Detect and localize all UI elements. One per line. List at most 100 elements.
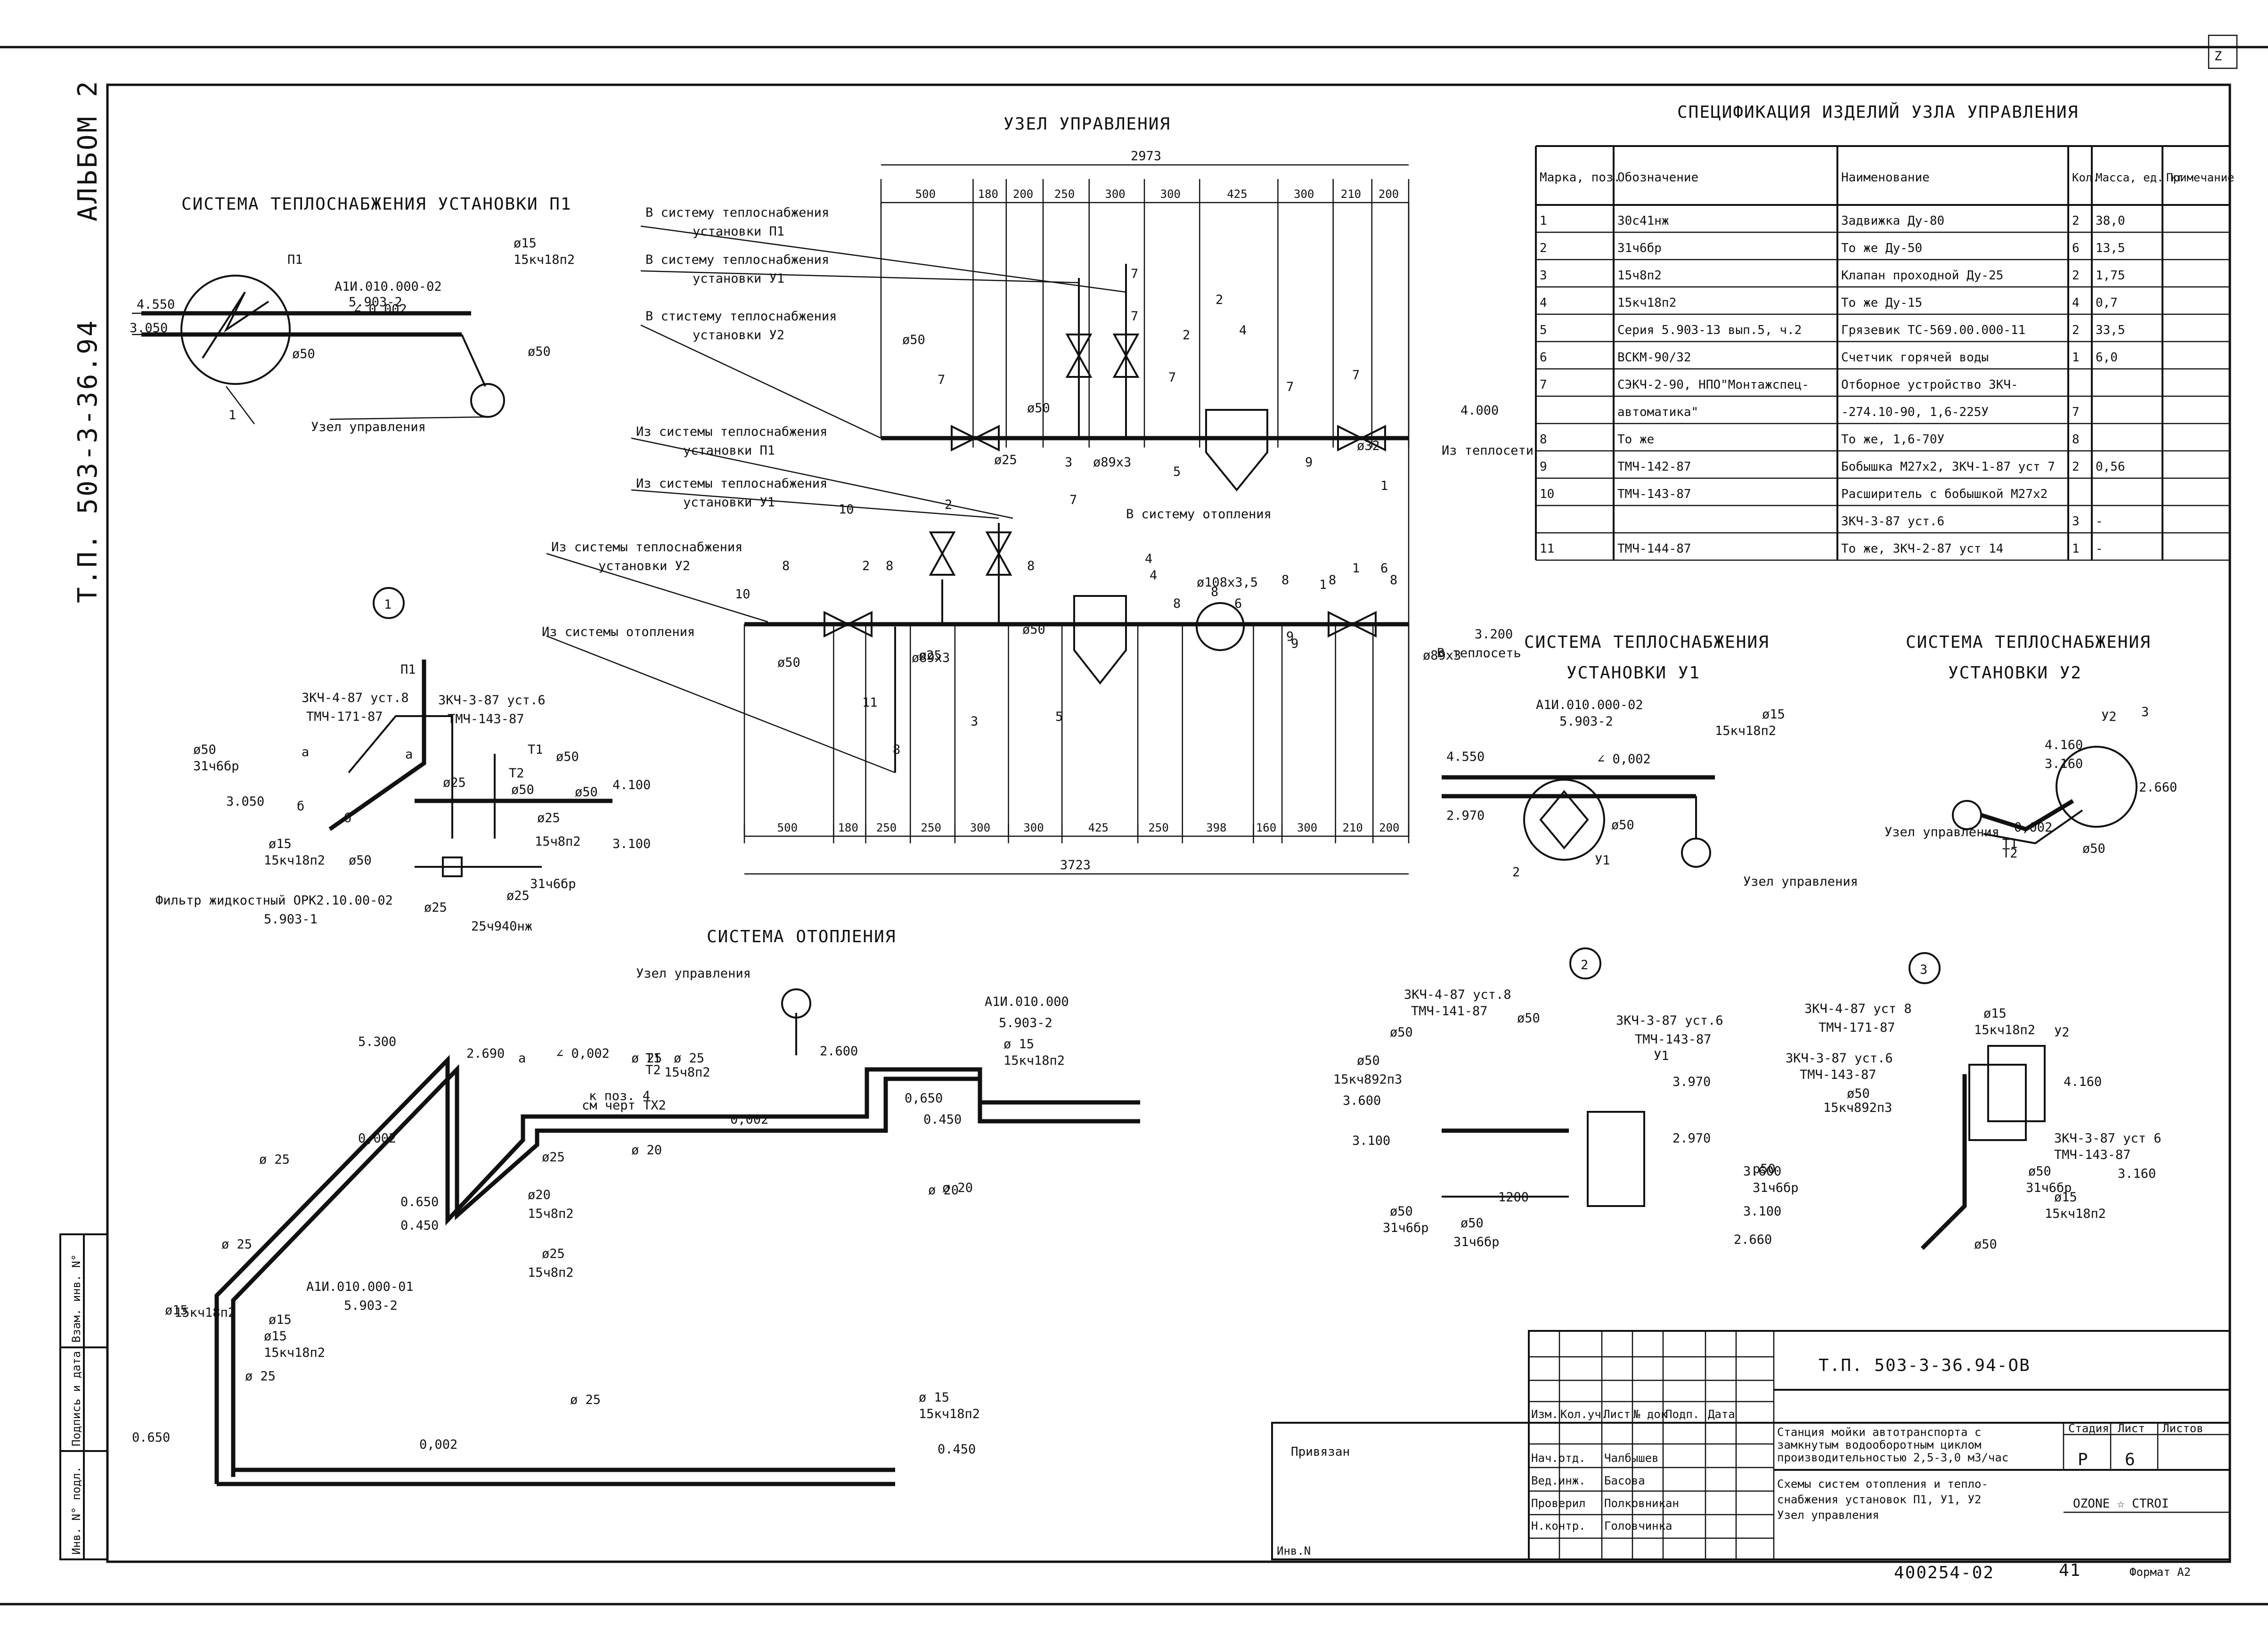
d2-labels-12: 2.970 bbox=[1672, 1131, 1711, 1146]
node-callout-5-a: Из системы теплоснабжения bbox=[551, 540, 742, 554]
spec-cell-9-4: 0,56 bbox=[2096, 460, 2125, 474]
stamp-col-header-3: № док bbox=[1633, 1408, 1668, 1421]
node-labels-48: 8 bbox=[893, 742, 900, 757]
heat-labels-26: ø25 bbox=[542, 1247, 565, 1261]
stamp-sheet-title-1: снабжения установок П1, У1, У2 bbox=[1777, 1493, 1981, 1506]
d1-labels-12: Т1 bbox=[528, 742, 543, 757]
spec-cell-4-4: 33,5 bbox=[2096, 323, 2125, 337]
heat-labels-10: 15кч18п2 bbox=[1003, 1053, 1065, 1068]
spec-cell-0-3: 2 bbox=[2072, 214, 2080, 228]
p1-lbl-1: А1И.010.000-02 bbox=[334, 279, 442, 294]
p1-lbl-0: П1 bbox=[287, 253, 303, 267]
d3-labels-21: 2.660 bbox=[1734, 1232, 1772, 1247]
node-labels-46: 8 bbox=[886, 559, 893, 573]
heat-labels-3: ∠ 0,002 bbox=[556, 1046, 610, 1061]
d1-labels-1: ТМЧ-171-87 bbox=[306, 709, 383, 724]
stamp-inv: Инв.N bbox=[1277, 1544, 1311, 1557]
node-labels-18: 9 bbox=[1286, 629, 1294, 644]
u1-labels-7: ø50 bbox=[1611, 818, 1634, 832]
u1-labels-0: А1И.010.000-02 bbox=[1536, 698, 1643, 712]
node-labels-44: 5 bbox=[1055, 709, 1063, 724]
d3-labels-16: 31ч6бр bbox=[2026, 1181, 2072, 1195]
heat-labels-16: 0,002 bbox=[730, 1112, 768, 1127]
d2-labels-6: ø50 bbox=[1390, 1025, 1413, 1040]
d3-labels-9: 4.160 bbox=[2064, 1075, 2102, 1089]
d3-labels-19: 15кч18п2 bbox=[2045, 1207, 2106, 1221]
heat-labels-11: 2.600 bbox=[820, 1044, 858, 1059]
heat-labels-34: 15кч18п2 bbox=[264, 1345, 325, 1360]
spec-cell-0-4: 38,0 bbox=[2096, 214, 2125, 228]
d3-labels-10: ЗКЧ-3-87 уст 6 bbox=[2054, 1131, 2162, 1146]
u2-title-b: УСТАНОВКИ У2 bbox=[1948, 663, 2082, 683]
stamp-project-0: Станция мойки автотранспорта с bbox=[1777, 1426, 1981, 1439]
node-labels-34: Из теплосети bbox=[1442, 443, 1534, 458]
node-labels-50: 8 bbox=[1211, 585, 1218, 599]
stamp-role-1: Вед.инж. bbox=[1531, 1474, 1586, 1487]
u1-labels-4: 4.550 bbox=[1446, 750, 1485, 764]
d1-labels-15: ø50 bbox=[511, 783, 534, 797]
u2-labels-9: Т2 bbox=[2002, 846, 2018, 861]
d3-labels-4: У2 bbox=[2054, 1025, 2070, 1040]
node-labels-19: 10 bbox=[839, 502, 854, 517]
album-label: АЛЬБОМ 2 bbox=[73, 79, 103, 221]
spec-cell-1-3: 6 bbox=[2072, 241, 2080, 255]
u1-title-a: СИСТЕМА ТЕПЛОСНАБЖЕНИЯ bbox=[1524, 633, 1770, 652]
node-labels-29: ø89х3 bbox=[1423, 648, 1461, 663]
heat-labels-35: ø 25 bbox=[221, 1237, 252, 1252]
node-labels-23: ø50 bbox=[1027, 401, 1050, 416]
node-labels-22: ø50 bbox=[902, 333, 925, 347]
d3-labels-3: 15кч18п2 bbox=[1974, 1023, 2035, 1037]
node-circle-num: 1 bbox=[384, 597, 392, 612]
node-dim-top-6: 425 bbox=[1227, 188, 1247, 201]
heat-title: СИСТЕМА ОТОПЛЕНИЯ bbox=[707, 927, 896, 946]
stamp-person-2: Полковникан bbox=[1604, 1497, 1679, 1510]
spec-cell-5-4: 6,0 bbox=[2096, 351, 2118, 365]
spec-cell-4-2: Грязевик ТС-569.00.000-11 bbox=[1841, 323, 2025, 337]
heat-labels-5: ø 25 bbox=[674, 1051, 704, 1066]
node-labels-40: 2 bbox=[945, 497, 952, 512]
stamp-sheet-title-0: Схемы систем отопления и тепло- bbox=[1777, 1477, 1988, 1491]
p1-lbl-5: 4.550 bbox=[137, 297, 175, 312]
spec-header-5: Примечание bbox=[2166, 171, 2235, 184]
d1-labels-9: ø15 bbox=[269, 837, 292, 851]
node-dim-bottom-11: 210 bbox=[1342, 821, 1362, 834]
d1-labels-29: a bbox=[405, 747, 413, 762]
node-labels-25: ø50 bbox=[1022, 622, 1045, 637]
stamp-col-header-5: Дата bbox=[1708, 1408, 1735, 1421]
node-labels-16: 8 bbox=[1329, 573, 1336, 587]
d2-labels-8: 15кч892п3 bbox=[1333, 1072, 1402, 1087]
node-labels-8: 4 bbox=[1239, 323, 1247, 338]
footer-format: Формат А2 bbox=[2129, 1566, 2191, 1579]
d1-labels-20: 3.100 bbox=[612, 837, 651, 851]
spec-cell-8-2: То же, 1,6-70У bbox=[1841, 432, 1944, 447]
d3-labels-11: ТМЧ-143-87 bbox=[2054, 1148, 2131, 1162]
d1-labels-3: ТМЧ-143-87 bbox=[448, 712, 524, 726]
node-dim-bottom-2: 250 bbox=[876, 821, 897, 834]
u2-labels-6: 0,002 bbox=[2014, 820, 2052, 835]
heat-labels-45: Т1 bbox=[645, 1051, 661, 1066]
d3-labels-18: ø15 bbox=[2054, 1190, 2077, 1205]
node-labels-4: 7 bbox=[1168, 370, 1176, 385]
p1-title: СИСТЕМА ТЕПЛОСНАБЖЕНИЯ УСТАНОВКИ П1 bbox=[181, 195, 572, 214]
stamp-project-2: производительностью 2,5-3,0 м3/час bbox=[1777, 1451, 2008, 1464]
spec-header-4: Масса, ед. кг bbox=[2096, 171, 2184, 184]
heat-labels-20: ø 25 bbox=[259, 1152, 290, 1167]
d1-labels-23: 31ч6бр bbox=[530, 877, 576, 891]
node-labels-14: 8 bbox=[1173, 596, 1181, 611]
node-dim-top-8: 210 bbox=[1341, 188, 1361, 201]
stamp-role-2: Проверил bbox=[1531, 1497, 1586, 1510]
spec-cell-10-0: 10 bbox=[1540, 487, 1554, 501]
spec-cell-3-1: 15кч18п2 bbox=[1617, 296, 1676, 310]
spec-table: СПЕЦИФИКАЦИЯ ИЗДЕЛИЙ УЗЛА УПРАВЛЕНИЯ Мар… bbox=[1535, 102, 2235, 561]
stamp-person-1: Басова bbox=[1604, 1474, 1645, 1487]
node-labels-47: 8 bbox=[1027, 559, 1035, 573]
heat-labels-7: А1И.010.000 bbox=[985, 995, 1069, 1009]
spec-title: СПЕЦИФИКАЦИЯ ИЗДЕЛИЙ УЗЛА УПРАВЛЕНИЯ bbox=[1677, 102, 2079, 122]
p1-lbl-10: Узел управления bbox=[311, 420, 426, 434]
d1-labels-7: ø50 bbox=[556, 750, 579, 764]
heat-labels-42: ø 25 bbox=[570, 1393, 601, 1407]
p1-lbl-6: ∠ 0,002 bbox=[353, 302, 407, 317]
